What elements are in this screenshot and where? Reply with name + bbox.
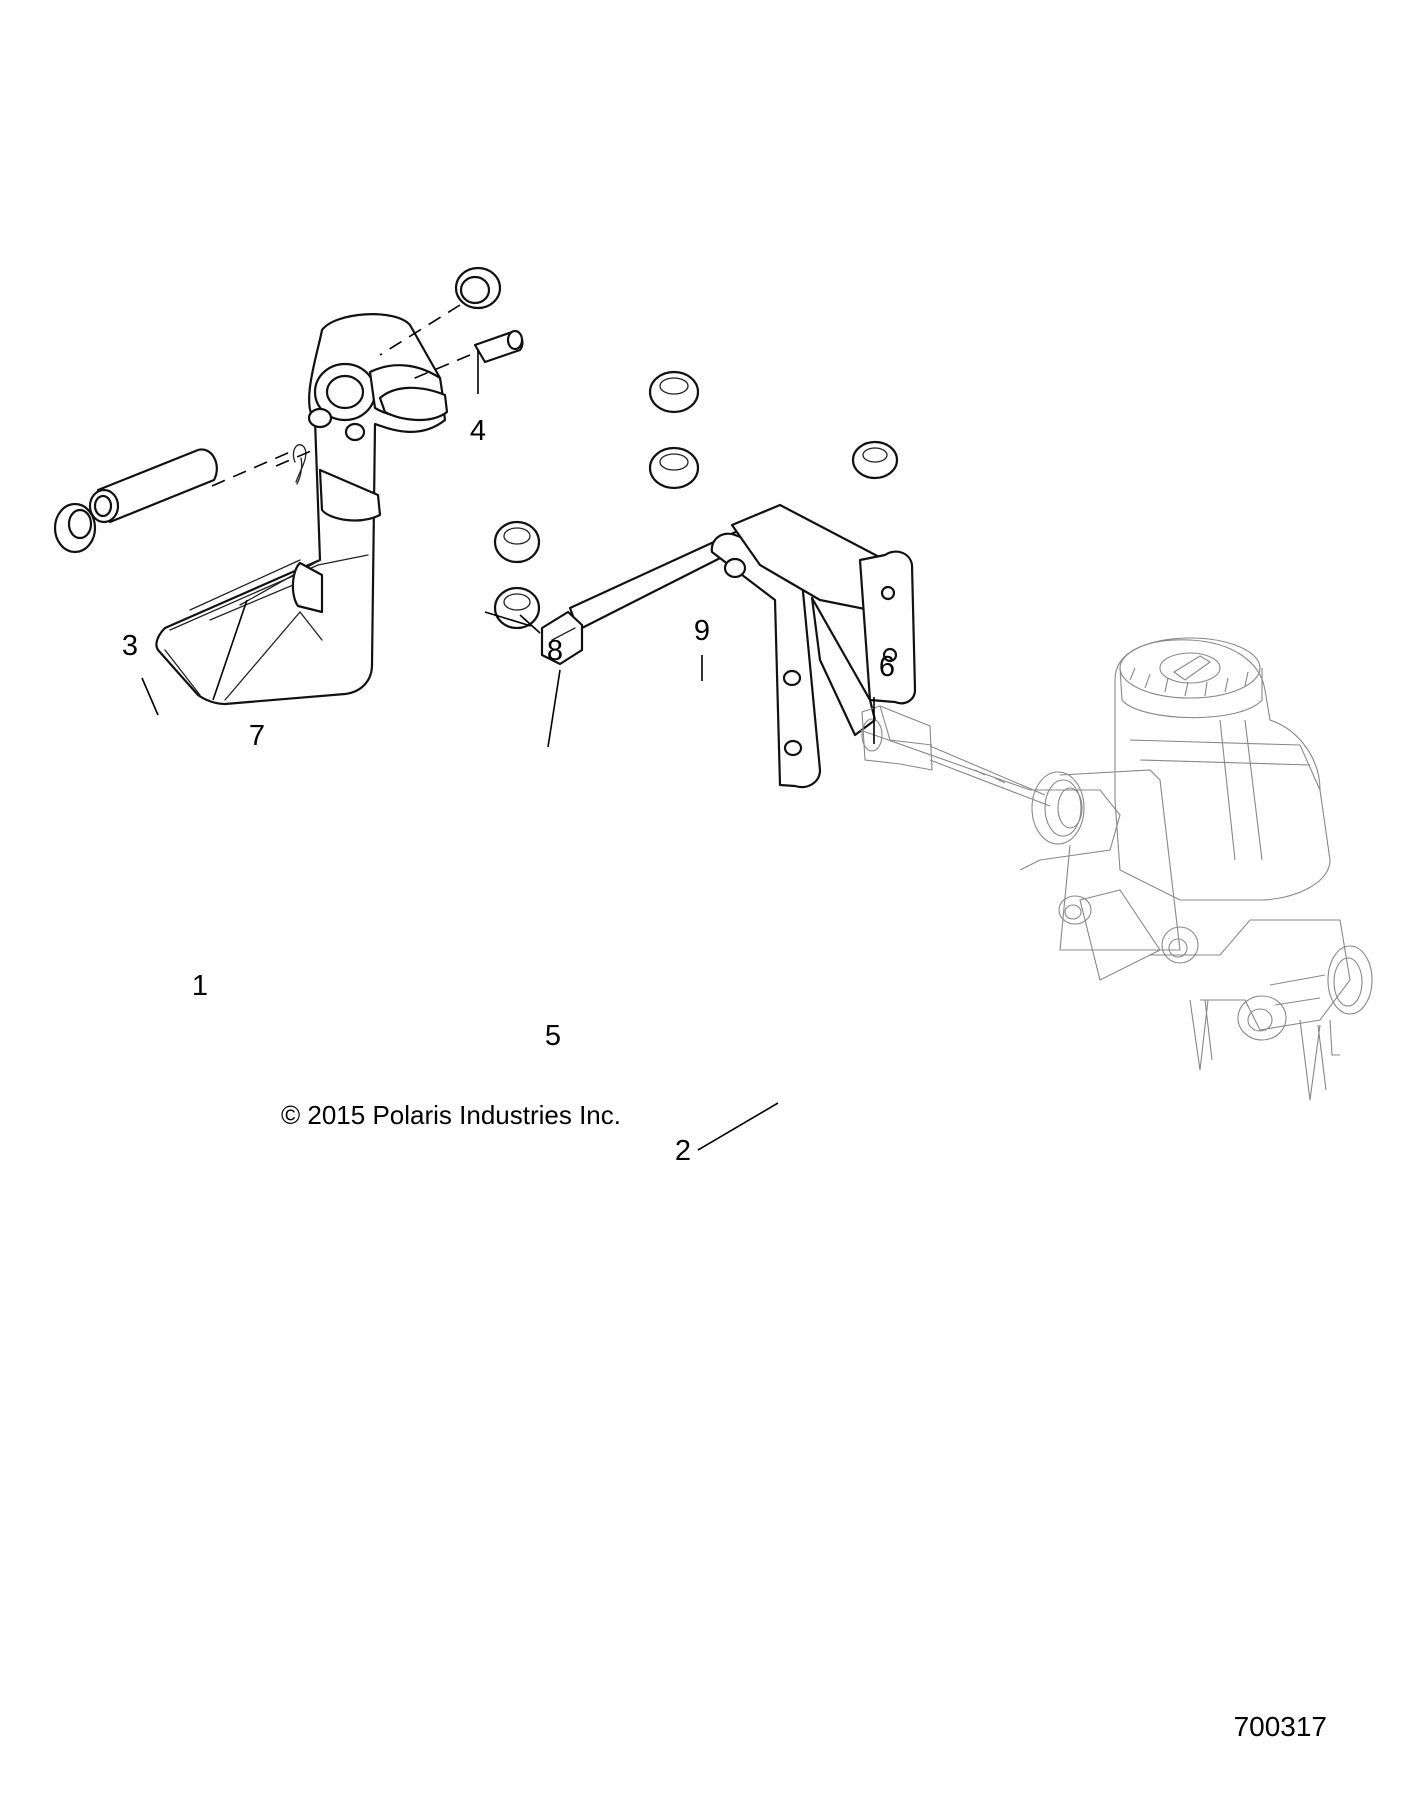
flange-nut-part <box>493 370 700 630</box>
copyright-notice: © 2015 Polaris Industries Inc. <box>281 1100 621 1130</box>
callout-8: 8 <box>547 635 563 667</box>
pivot-tube-part <box>88 448 218 524</box>
diagram-number: 700317 <box>1234 1711 1327 1742</box>
callout-9: 9 <box>694 615 710 647</box>
callout-4: 4 <box>470 415 486 447</box>
lock-nut-part <box>851 440 899 480</box>
mounting-bracket-part <box>710 503 917 789</box>
callout-1: 1 <box>192 970 208 1002</box>
master-cylinder-reference <box>859 637 1373 1101</box>
bushing-part <box>454 266 502 310</box>
washer-part <box>53 502 97 554</box>
assembly-lines <box>211 304 471 487</box>
leader-lines <box>141 350 875 1151</box>
callout-3: 3 <box>122 630 138 662</box>
clevis-pin-part <box>473 329 524 364</box>
brake-pedal-part <box>155 313 449 706</box>
callout-7: 7 <box>249 720 265 752</box>
hair-pin-clip-part <box>292 444 307 485</box>
callout-2: 2 <box>675 1135 691 1167</box>
callout-6: 6 <box>879 651 895 683</box>
callout-5: 5 <box>545 1020 561 1052</box>
